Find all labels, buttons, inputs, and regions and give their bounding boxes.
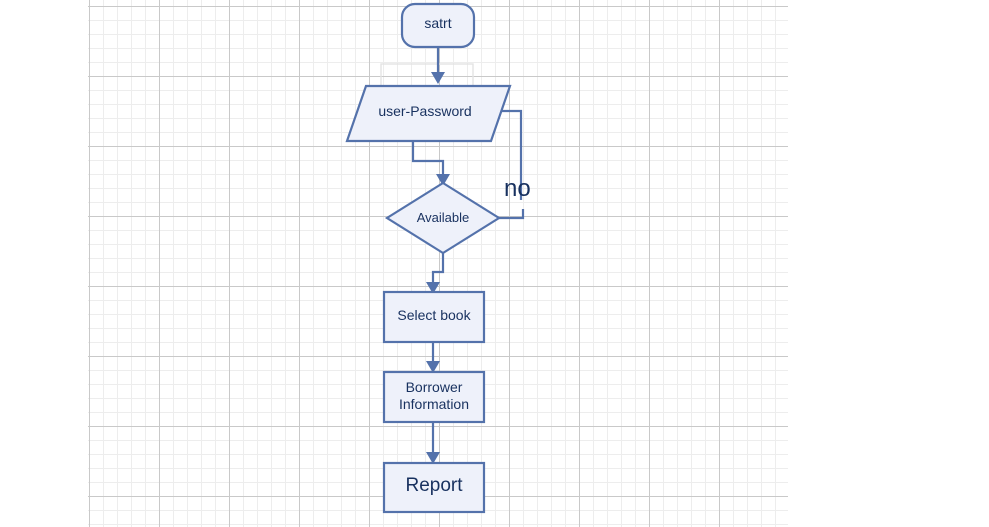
node-available[interactable] <box>384 181 502 255</box>
node-report[interactable] <box>382 461 486 514</box>
node-start-label: satrt <box>424 15 452 31</box>
edge-label-no: no <box>504 175 531 202</box>
node-select-book[interactable] <box>382 290 486 344</box>
node-user-password-label: user-Password <box>378 103 472 119</box>
edge-select-to-borrower[interactable] <box>426 342 440 373</box>
node-user-password[interactable] <box>345 84 512 143</box>
node-available-label: Available <box>416 210 470 225</box>
edge-decision-to-select[interactable] <box>426 253 445 294</box>
edge-borrower-to-report[interactable] <box>426 422 440 464</box>
node-borrower-information-label: Borrower Information <box>398 379 470 412</box>
node-select-book-label: Select book <box>397 307 471 323</box>
edge-input-to-decision[interactable] <box>411 142 450 186</box>
node-borrower-information[interactable] <box>382 370 486 424</box>
edge-start-to-input[interactable] <box>431 47 445 84</box>
node-report-label: Report <box>405 475 463 496</box>
edge-decision-no[interactable] <box>499 209 525 220</box>
node-start[interactable] <box>400 2 476 49</box>
